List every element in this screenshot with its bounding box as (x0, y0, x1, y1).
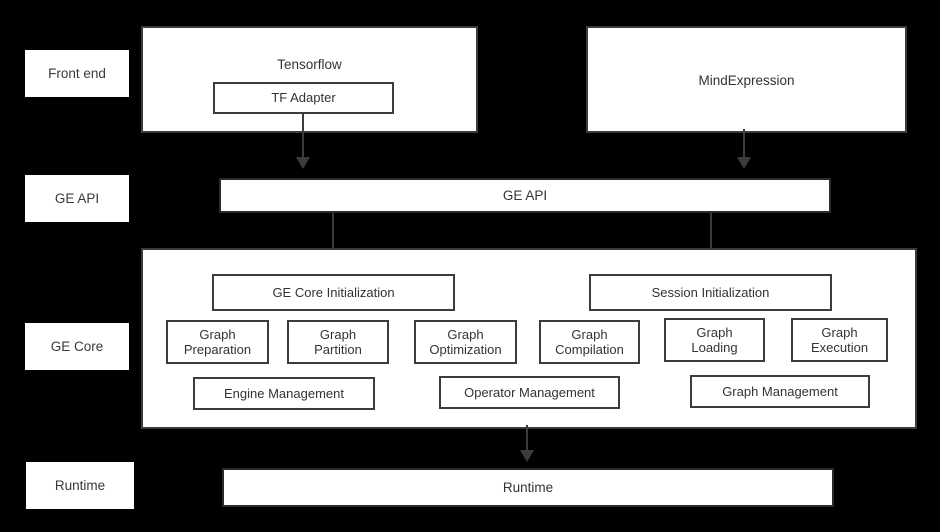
management-graph[interactable]: Graph Management (690, 375, 870, 408)
tf-adapter-box[interactable]: TF Adapter (213, 82, 394, 114)
module-graph-execution[interactable]: Graph Execution (791, 318, 888, 362)
module-graph-optimization[interactable]: Graph Optimization (414, 320, 517, 364)
module-graph-partition[interactable]: Graph Partition (287, 320, 389, 364)
runtime-bar[interactable]: Runtime (222, 468, 834, 507)
management-operator[interactable]: Operator Management (439, 376, 620, 409)
mindexpression-title: MindExpression (698, 73, 795, 88)
arrow-mindexpression-to-ge-api-head (737, 157, 751, 169)
module-graph-compilation[interactable]: Graph Compilation (539, 320, 640, 364)
arrow-ge-core-to-runtime-line (526, 425, 528, 454)
tensorflow-panel[interactable]: Tensorflow (141, 26, 478, 133)
rail-label-ge-api: GE API (25, 175, 129, 222)
session-initialization-box[interactable]: Session Initialization (589, 274, 832, 311)
tensorflow-title: Tensorflow (277, 57, 342, 72)
arrow-mindexpression-to-ge-api-line (743, 129, 745, 161)
rail-label-ge-core: GE Core (25, 323, 129, 370)
ge-api-bar[interactable]: GE API (219, 178, 831, 213)
arrow-tf-adapter-to-ge-api-line (302, 114, 304, 161)
arrow-ge-api-to-core-init-line (332, 213, 334, 257)
arrow-ge-core-to-runtime-head (520, 450, 534, 462)
rail-label-front-end: Front end (25, 50, 129, 97)
ge-core-initialization-box[interactable]: GE Core Initialization (212, 274, 455, 311)
mindexpression-panel[interactable]: MindExpression (586, 26, 907, 133)
rail-label-runtime: Runtime (26, 462, 134, 509)
management-engine[interactable]: Engine Management (193, 377, 375, 410)
module-graph-loading[interactable]: Graph Loading (664, 318, 765, 362)
arrow-ge-api-to-session-init-line (710, 213, 712, 257)
module-graph-preparation[interactable]: Graph Preparation (166, 320, 269, 364)
arrow-tf-adapter-to-ge-api-head (296, 157, 310, 169)
